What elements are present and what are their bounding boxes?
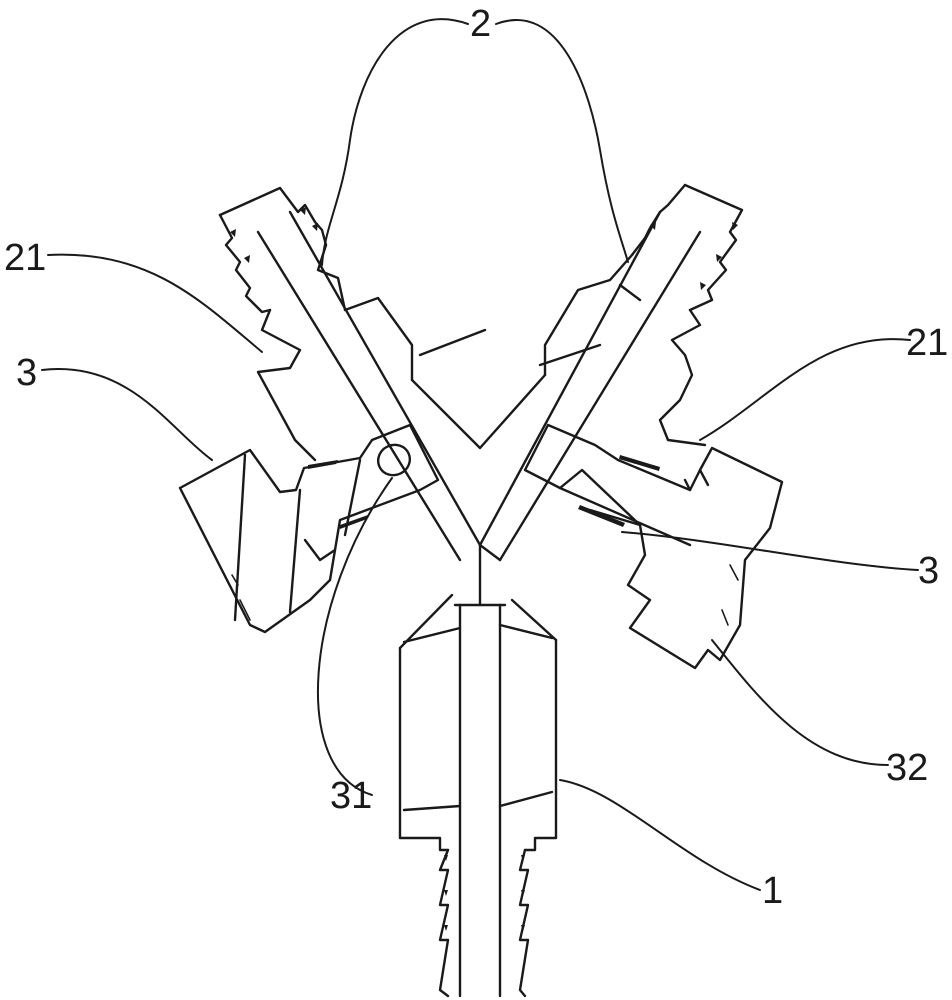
part-labels: 2 21 3 21 3 32 31 1 — [4, 3, 948, 912]
leader-lines — [41, 18, 919, 891]
leader-3-left — [41, 368, 213, 461]
valve-ball — [376, 443, 412, 477]
label-3-left: 3 — [16, 352, 37, 394]
label-32: 32 — [886, 747, 928, 789]
label-1: 1 — [762, 870, 783, 912]
label-21-right: 21 — [906, 322, 948, 364]
leader-21-right — [699, 338, 911, 441]
leader-3-right — [621, 531, 919, 571]
leader-31 — [317, 477, 393, 796]
label-2: 2 — [470, 3, 491, 45]
left-branch-pipe — [218, 186, 602, 562]
leader-2-right — [495, 19, 629, 263]
right-branch-pipe — [478, 183, 744, 562]
stem-barb — [438, 848, 530, 998]
right-valve — [523, 423, 784, 670]
label-31: 31 — [330, 775, 372, 817]
label-3-right: 3 — [918, 550, 939, 592]
leader-2-left — [321, 18, 469, 266]
leader-1 — [559, 779, 761, 891]
leader-32 — [711, 639, 889, 766]
main-body — [398, 543, 558, 998]
label-21-left: 21 — [4, 237, 46, 279]
leader-21-left — [47, 253, 263, 353]
left-valve — [178, 423, 440, 634]
